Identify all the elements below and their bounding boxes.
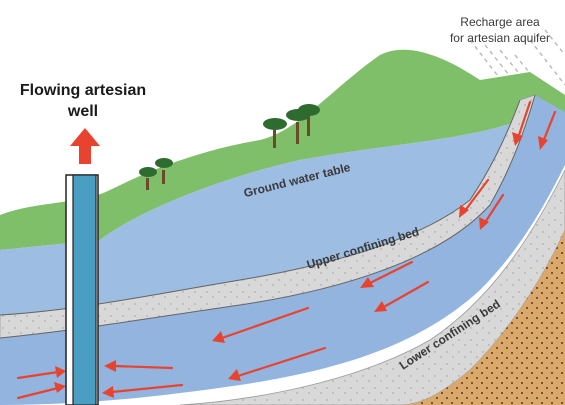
flow-arrow-icon: [380, 280, 430, 310]
flow-arrow-icon: [16, 370, 60, 380]
flow-arrow-icon: [220, 306, 310, 340]
well-title-line1: Flowing artesian: [20, 82, 146, 99]
artesian-aquifer: [0, 95, 565, 405]
flow-arrow-icon: [112, 364, 174, 370]
flow-arrow-icon: [541, 110, 557, 144]
tree-icon: [139, 167, 157, 190]
flow-arrow-icon: [366, 260, 414, 286]
flow-arrow-icon: [16, 386, 60, 400]
flow-arrow-icon: [462, 178, 490, 214]
groundwater-zone: [0, 120, 520, 315]
flow-arrowheads: [54, 132, 548, 398]
layer-outlines: [0, 94, 536, 339]
tree-icon: [155, 158, 173, 184]
bedrock-layer: [400, 230, 565, 405]
up-arrow-icon: [70, 128, 100, 164]
flow-arrows: [16, 100, 557, 400]
well-title-line2: well: [67, 103, 98, 120]
recharge-label-line1: Recharge area: [460, 15, 540, 29]
flow-arrow-icon: [110, 383, 184, 394]
flow-arrow-icon: [236, 346, 327, 378]
well-pipe: [65, 174, 99, 405]
tree-icon: [298, 104, 320, 136]
flow-arrow-icon: [516, 100, 532, 140]
hillside-grass: [0, 49, 565, 250]
tree-icon: [263, 118, 287, 148]
recharge-label-line2: for artesian aquifer: [450, 31, 550, 45]
flow-arrow-icon: [482, 193, 505, 226]
